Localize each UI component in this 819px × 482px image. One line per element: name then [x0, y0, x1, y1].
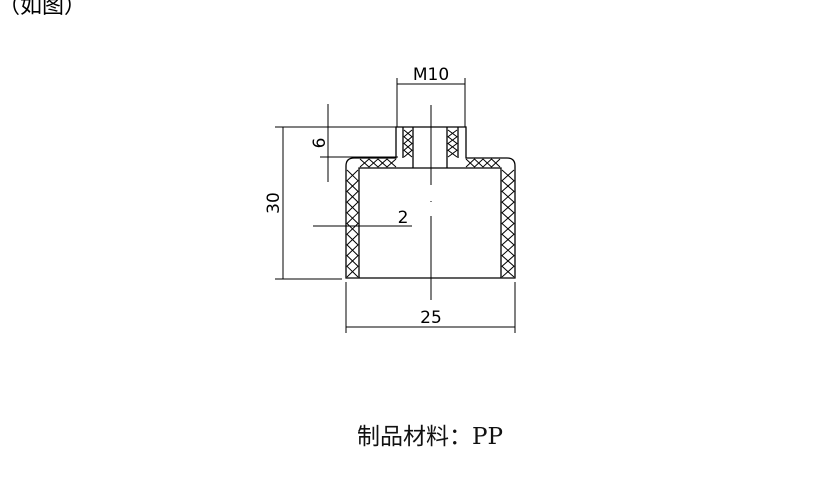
dimension-6: 6	[310, 104, 398, 182]
wall-hatching	[346, 129, 515, 278]
part-outline	[345, 126, 516, 279]
dim-total-height-label: 30	[264, 192, 284, 214]
material-caption: 制品材料：PP	[357, 424, 503, 450]
dimension-25: 25	[345, 282, 516, 333]
dim-boss-height-label: 6	[310, 138, 330, 149]
dim-wall-label: 2	[398, 208, 409, 228]
top-note: （如图）	[0, 0, 87, 19]
dimension-2: 2	[313, 208, 412, 228]
dimension-m10: M10	[396, 65, 466, 127]
dim-thread-label: M10	[413, 65, 449, 85]
dimension-30: 30	[264, 126, 392, 280]
dim-diameter-label: 25	[420, 308, 442, 328]
